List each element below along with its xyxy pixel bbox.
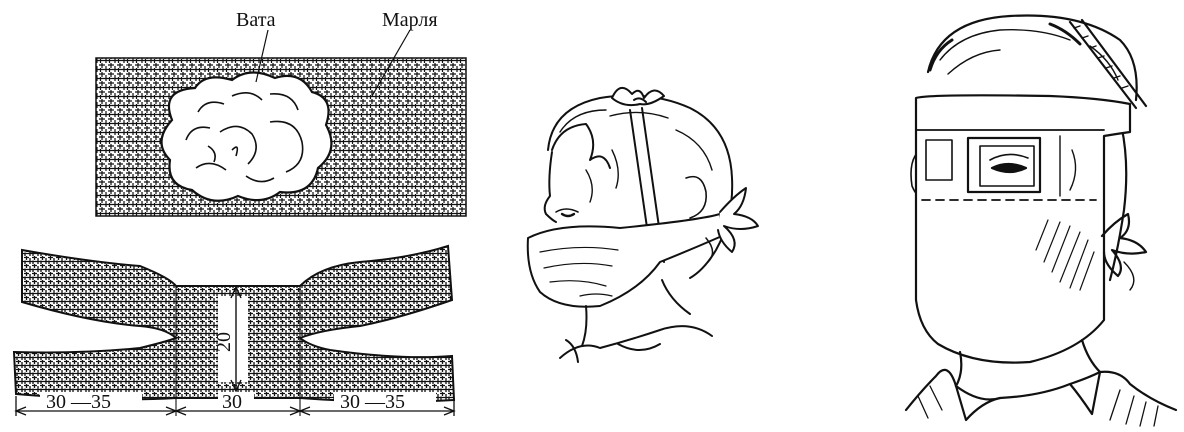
bandage-figure: 20 30 —35 30 30 —35: [0, 240, 470, 416]
cotton-wad: [161, 72, 331, 200]
gauze-label: Марля: [382, 9, 438, 31]
gauze-pad-figure: Вата Марля: [96, 9, 466, 216]
dimension-left: 30 —35: [46, 391, 111, 413]
man-face-shield-figure: [906, 16, 1176, 427]
dimension-right: 30 —35: [340, 391, 405, 413]
center-width-value: 20: [213, 332, 235, 352]
cotton-label: Вата: [236, 9, 276, 31]
child-mask-figure: [528, 88, 758, 362]
dimension-center: 30: [222, 391, 242, 413]
